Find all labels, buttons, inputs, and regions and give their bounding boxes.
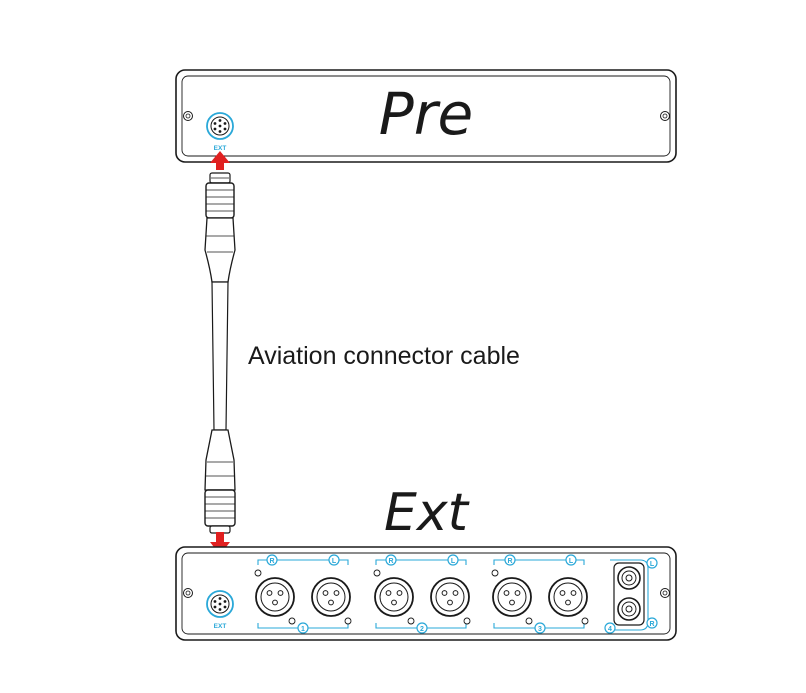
svg-text:R: R [649, 621, 654, 628]
cable-bottom-connector [204, 429, 236, 534]
ext-ext-port-icon[interactable] [206, 590, 234, 618]
rca-number: 4 [604, 622, 616, 634]
pre-unit: EXT Pre [175, 69, 677, 163]
svg-text:1: 1 [301, 626, 305, 633]
ext-panel-outer [175, 546, 677, 641]
ext-unit-title: Ext [384, 483, 470, 543]
arrow-up-icon [210, 151, 230, 170]
svg-text:3: 3 [538, 626, 542, 633]
rca-jack-l-icon[interactable] [617, 566, 641, 590]
xlr-jack-1r-icon[interactable] [254, 569, 296, 625]
pre-ext-label: EXT [214, 145, 227, 152]
pre-ext-port-icon[interactable] [206, 112, 234, 140]
cable-top-connector [204, 172, 236, 283]
rca-r-tag: R [646, 617, 658, 629]
rca-l-tag: L [646, 557, 658, 569]
svg-text:L: L [650, 561, 655, 568]
svg-text:R: R [507, 558, 512, 565]
xlr-3-number: 3 [534, 622, 546, 634]
xlr-group-2: R L 2 [373, 554, 471, 634]
pre-screw-left-icon [183, 111, 193, 121]
svg-text:2: 2 [420, 626, 424, 633]
aviation-cable[interactable] [204, 172, 236, 534]
rca-jack-r-icon[interactable] [617, 597, 641, 621]
ext-panel-inner [181, 552, 671, 635]
xlr-jack-3l-icon[interactable] [548, 577, 589, 625]
xlr-3-r-tag: R [504, 554, 516, 566]
pre-panel-outer [175, 69, 677, 163]
svg-text:4: 4 [608, 626, 612, 633]
svg-text:R: R [388, 558, 393, 565]
xlr-1-l-tag: L [328, 554, 340, 566]
ext-unit: EXT R L 1 [175, 546, 677, 641]
cable-label: Aviation connector cable [248, 342, 520, 370]
xlr-1-number: 1 [297, 622, 309, 634]
ext-screw-left-icon [183, 588, 193, 598]
svg-text:R: R [269, 558, 274, 565]
xlr-2-r-tag: R [385, 554, 397, 566]
xlr-jack-2r-icon[interactable] [373, 569, 415, 625]
pre-screw-right-icon [660, 111, 670, 121]
rca-group-4: L R 4 [604, 557, 658, 634]
svg-text:L: L [569, 558, 574, 565]
xlr-3-l-tag: L [565, 554, 577, 566]
xlr-2-l-tag: L [447, 554, 459, 566]
ext-screw-right-icon [660, 588, 670, 598]
xlr-jack-3r-icon[interactable] [491, 569, 533, 625]
svg-text:L: L [451, 558, 456, 565]
xlr-1-r-tag: R [266, 554, 278, 566]
cable-wire [211, 281, 229, 431]
xlr-2-number: 2 [416, 622, 428, 634]
xlr-jack-2l-icon[interactable] [430, 577, 471, 625]
xlr-group-1: R L 1 [254, 554, 352, 634]
ext-ext-label: EXT [214, 623, 227, 630]
svg-text:L: L [332, 558, 337, 565]
xlr-jack-1l-icon[interactable] [311, 577, 352, 625]
xlr-group-3: R L 3 [491, 554, 589, 634]
pre-unit-title: Pre [379, 80, 474, 148]
